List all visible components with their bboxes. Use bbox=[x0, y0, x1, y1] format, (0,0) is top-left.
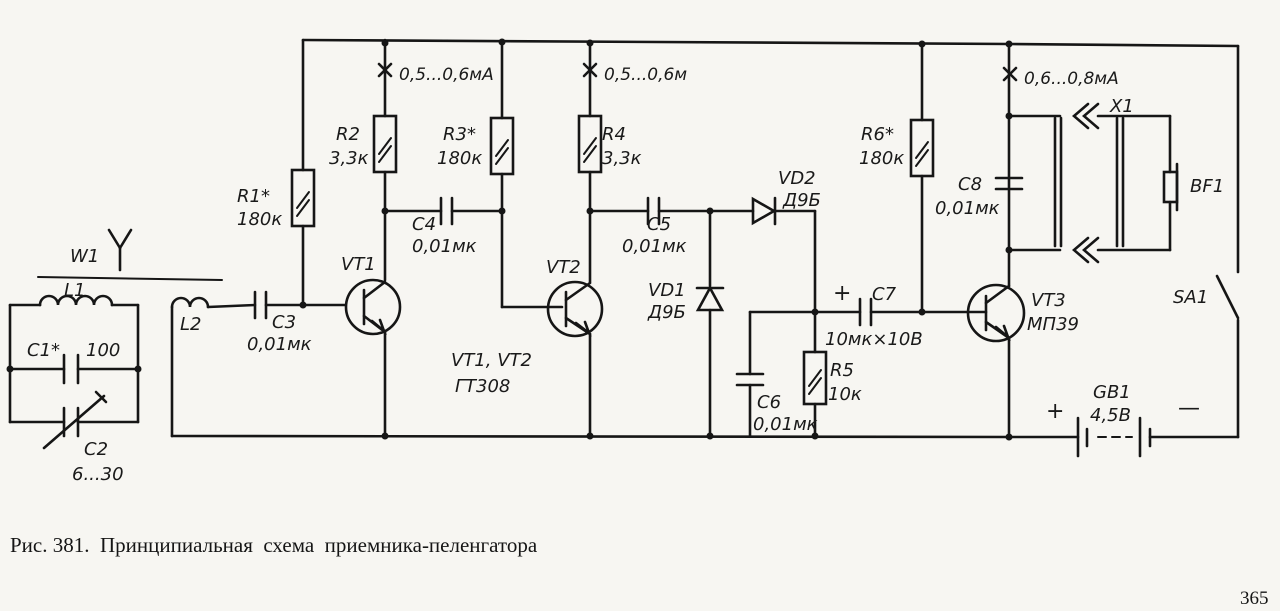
label-r5: R5 bbox=[830, 360, 854, 381]
resistor-r4 bbox=[577, 40, 603, 284]
transistor-vt1 bbox=[344, 278, 402, 438]
capacitor-c1 bbox=[62, 353, 80, 385]
label-r5-value: 10к bbox=[828, 384, 862, 405]
inductor-l1 bbox=[8, 294, 140, 307]
top-rail bbox=[301, 38, 1240, 274]
label-c6-value: 0,01мк bbox=[753, 414, 818, 435]
antenna-w1 bbox=[37, 228, 223, 281]
label-c6: C6 bbox=[757, 392, 781, 413]
capacitor-c5 bbox=[588, 196, 755, 226]
label-vt3: VT3 bbox=[1031, 290, 1066, 311]
label-vd1: VD1 bbox=[648, 280, 686, 301]
label-c2: C2 bbox=[84, 439, 108, 460]
battery-gb1 bbox=[1076, 416, 1152, 458]
label-battery-minus: — bbox=[1178, 396, 1200, 421]
resistor-r3 bbox=[489, 40, 564, 309]
label-c5-value: 0,01мк bbox=[622, 236, 687, 257]
resistor-r1 bbox=[290, 38, 316, 307]
label-gb1-value: 4,5В bbox=[1090, 405, 1131, 426]
label-vt-note: VT1, VT2 bbox=[451, 350, 532, 371]
label-r3-value: 180к bbox=[437, 148, 482, 169]
label-current-1: 0,5...0,6мА bbox=[399, 65, 494, 85]
label-c4: C4 bbox=[412, 214, 436, 235]
label-battery-plus: + bbox=[1046, 399, 1064, 424]
connector-x1 bbox=[1007, 102, 1172, 264]
variable-capacitor-c2 bbox=[42, 390, 108, 450]
label-vd2-type: Д9Б bbox=[782, 190, 821, 211]
label-gb1: GB1 bbox=[1093, 382, 1131, 403]
label-c3-value: 0,01мк bbox=[247, 334, 312, 355]
label-vt-type: ГТ308 bbox=[455, 376, 510, 397]
label-c7-value: 10мк×10В bbox=[825, 329, 923, 350]
transistor-vt3 bbox=[966, 283, 1026, 439]
label-r4-value: 3,3к bbox=[602, 148, 642, 169]
label-c3: C3 bbox=[272, 312, 296, 333]
label-vd2: VD2 bbox=[778, 168, 816, 189]
capacitor-c8 bbox=[994, 176, 1024, 191]
label-c7: C7 bbox=[872, 284, 897, 305]
transistor-vt2 bbox=[546, 280, 604, 438]
capacitor-c4 bbox=[383, 196, 504, 226]
capacitor-c6 bbox=[735, 310, 817, 438]
label-r2: R2 bbox=[336, 124, 360, 145]
label-r1-value: 180к bbox=[237, 209, 282, 230]
figure-caption: Рис. 381. Принципиальная схема приемника… bbox=[10, 533, 538, 557]
label-x1: X1 bbox=[1109, 96, 1134, 117]
headphone-bf1 bbox=[1162, 114, 1179, 252]
label-c8: C8 bbox=[958, 174, 982, 195]
label-c8-value: 0,01мк bbox=[935, 198, 1000, 219]
label-r6-value: 180к bbox=[859, 148, 904, 169]
label-r2-value: 3,3к bbox=[329, 148, 369, 169]
diode-vd1 bbox=[695, 209, 725, 438]
label-c5: C5 bbox=[647, 214, 671, 235]
label-vd1-type: Д9Б bbox=[647, 302, 686, 323]
resistor-r5 bbox=[802, 310, 828, 438]
label-c2-value: 6...30 bbox=[72, 464, 124, 485]
label-vt2: VT2 bbox=[546, 257, 581, 278]
label-current-2: 0,5...0,6м bbox=[604, 65, 687, 85]
label-r3: R3* bbox=[443, 124, 476, 145]
label-l2: L2 bbox=[180, 314, 201, 335]
label-c7-plus: + bbox=[833, 281, 851, 306]
label-c1-value: 100 bbox=[86, 340, 120, 361]
inductor-l2 bbox=[170, 296, 257, 438]
resistor-r6 bbox=[909, 42, 935, 314]
label-r6: R6* bbox=[861, 124, 894, 145]
diode-vd2 bbox=[751, 196, 817, 314]
label-r4: R4 bbox=[602, 124, 626, 145]
switch-sa1 bbox=[1215, 274, 1240, 439]
label-c1: C1* bbox=[27, 340, 60, 361]
resistor-r2 bbox=[372, 38, 398, 282]
label-vt3-type: МП39 bbox=[1027, 314, 1079, 335]
label-bf1: BF1 bbox=[1190, 176, 1224, 197]
label-sa1: SA1 bbox=[1173, 287, 1208, 308]
label-current-3: 0,6...0,8мА bbox=[1024, 69, 1119, 89]
label-c4-value: 0,01мк bbox=[412, 236, 477, 257]
label-r1: R1* bbox=[237, 186, 270, 207]
label-w1: W1 bbox=[70, 246, 99, 267]
label-l1: L1 bbox=[64, 280, 85, 301]
label-vt1: VT1 bbox=[341, 254, 376, 275]
tank-frame bbox=[8, 303, 140, 424]
page-number: 365 bbox=[1240, 588, 1269, 609]
